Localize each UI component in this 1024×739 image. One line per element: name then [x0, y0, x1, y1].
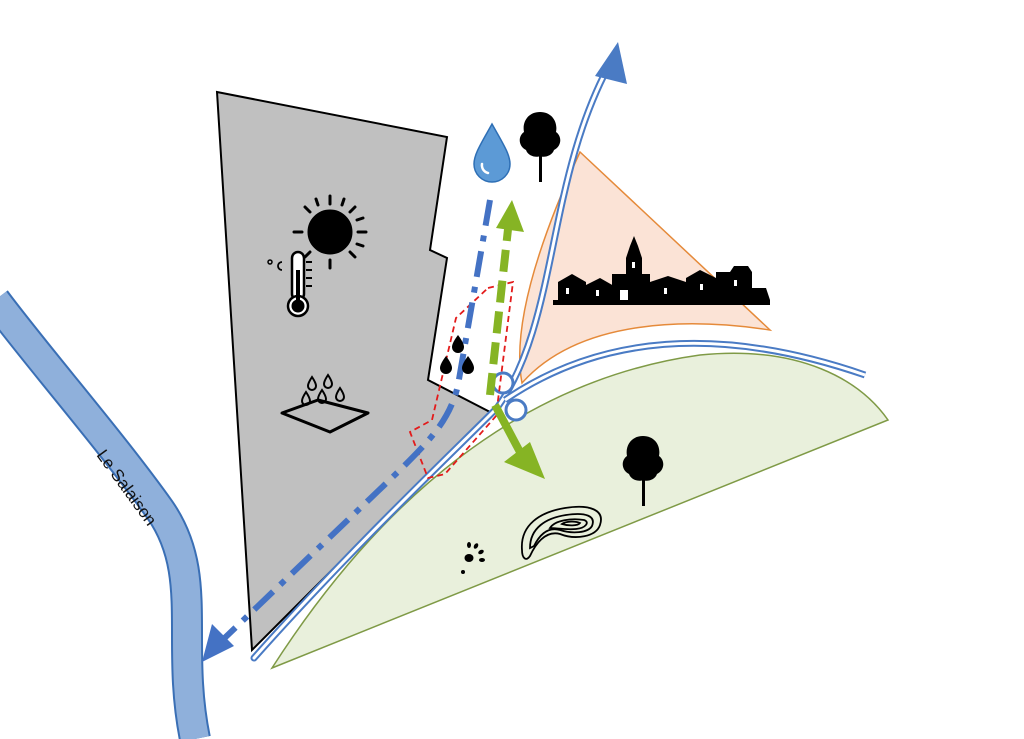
green-flow-up: [486, 219, 513, 396]
contour-wetland-icon: [521, 505, 602, 560]
agricultural-zone: [270, 352, 890, 670]
water-flow-arrow: [207, 199, 493, 655]
urban-zone: [215, 90, 492, 653]
roundabout-lower: [504, 398, 528, 422]
river-water: [0, 291, 209, 739]
project-area-outline: [408, 280, 515, 480]
green-flow-down: [491, 403, 524, 454]
tree-icon: [519, 112, 561, 182]
green-flow-down-arrowhead: [504, 442, 545, 479]
road-arrowhead: [595, 42, 627, 84]
water-drop-icon: [473, 122, 511, 183]
village-zone: [519, 150, 773, 385]
fauna-tracks-icon: [461, 542, 485, 574]
water-flow-arrowhead: [202, 624, 234, 662]
pollution-drops-icon: [440, 335, 474, 374]
sun-thermometer-icon: [267, 194, 368, 318]
tree-icon: [622, 436, 664, 506]
river-salaison: Le Salaison: [0, 290, 211, 739]
rain-on-ground-icon: [280, 373, 370, 434]
green-flow-up-arrowhead: [496, 200, 524, 232]
village-silhouette-icon: [553, 236, 770, 305]
road-secondary: [503, 339, 867, 403]
